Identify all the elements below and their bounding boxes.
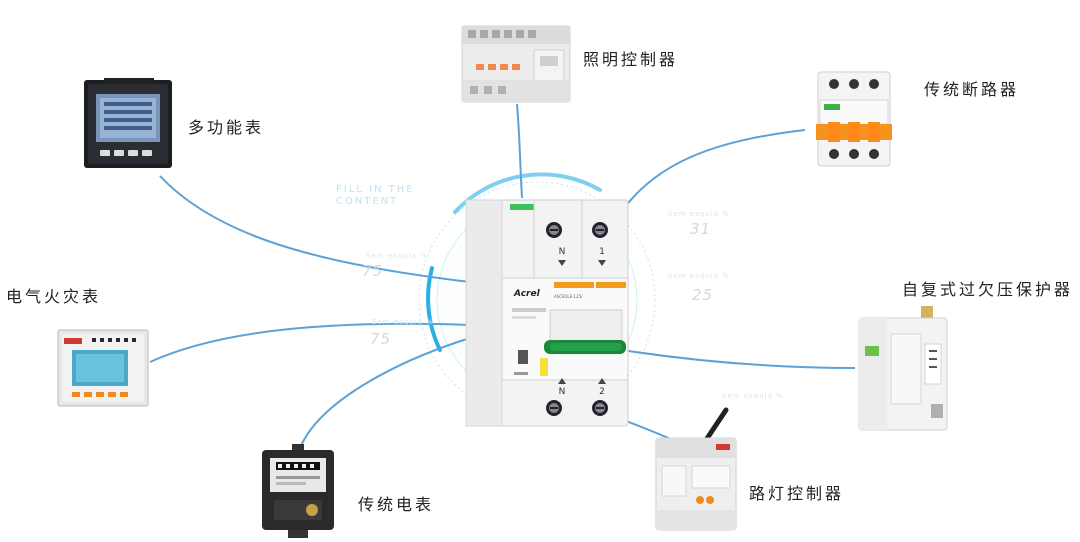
watermark-small-5: Sem esquia % <box>722 392 784 400</box>
smart-breaker-image: N 1 Acrel ASCB1LE-125/ N 2 <box>465 199 629 427</box>
traditional-meter-image <box>262 444 334 538</box>
label-auto-reclosing-protector: 自复式过欠压保护器 <box>902 280 1074 299</box>
auto-reclosing-protector-image <box>858 306 948 431</box>
watermark-small-1: Sem esquia % <box>668 210 730 218</box>
watermark-number-2: 25 <box>692 286 714 304</box>
watermark-title: FILL IN THE CONTENT <box>336 184 415 208</box>
center-arc-top <box>453 172 602 214</box>
label-multifunction-meter: 多功能表 <box>188 118 265 137</box>
terminal-top-1: 1 <box>599 247 605 257</box>
streetlight-controller-image <box>655 407 737 531</box>
watermark-title-line1: FILL IN THE <box>336 184 415 195</box>
watermark-number-4: 75 <box>370 330 392 348</box>
line-traditional-meter <box>299 337 471 449</box>
watermark-number-1: 31 <box>690 220 712 238</box>
watermark-small-4: Sem esquia % <box>372 318 434 326</box>
terminal-top-n: N <box>559 247 566 257</box>
fire-meter-image <box>57 329 149 407</box>
line-fire-meter <box>149 322 471 363</box>
multifunction-meter-image <box>84 78 172 168</box>
label-traditional-meter: 传统电表 <box>358 495 435 514</box>
traditional-breaker-image <box>816 71 892 167</box>
label-fire-meter: 电气火灾表 <box>6 287 102 306</box>
terminal-bottom-2: 2 <box>599 387 605 397</box>
watermark-small-2: Sem esquia % <box>366 252 428 260</box>
line-lighting-controller <box>516 103 523 199</box>
label-lighting-controller: 照明控制器 <box>583 50 679 69</box>
lighting-controller-image <box>461 25 571 103</box>
line-auto-reclosing-protector <box>621 349 856 369</box>
line-multifunction-meter <box>159 175 471 283</box>
watermark-small-3: Sem esquia % <box>668 272 730 280</box>
label-traditional-breaker: 传统断路器 <box>924 80 1020 99</box>
watermark-number-3: 75 <box>362 262 384 280</box>
model-text: ASCB1LE-125/ <box>554 294 583 299</box>
brand-logo: Acrel <box>513 289 541 299</box>
label-streetlight-controller: 路灯控制器 <box>749 484 845 503</box>
terminal-bottom-n: N <box>559 387 566 397</box>
watermark-title-line2: CONTENT <box>336 196 399 207</box>
